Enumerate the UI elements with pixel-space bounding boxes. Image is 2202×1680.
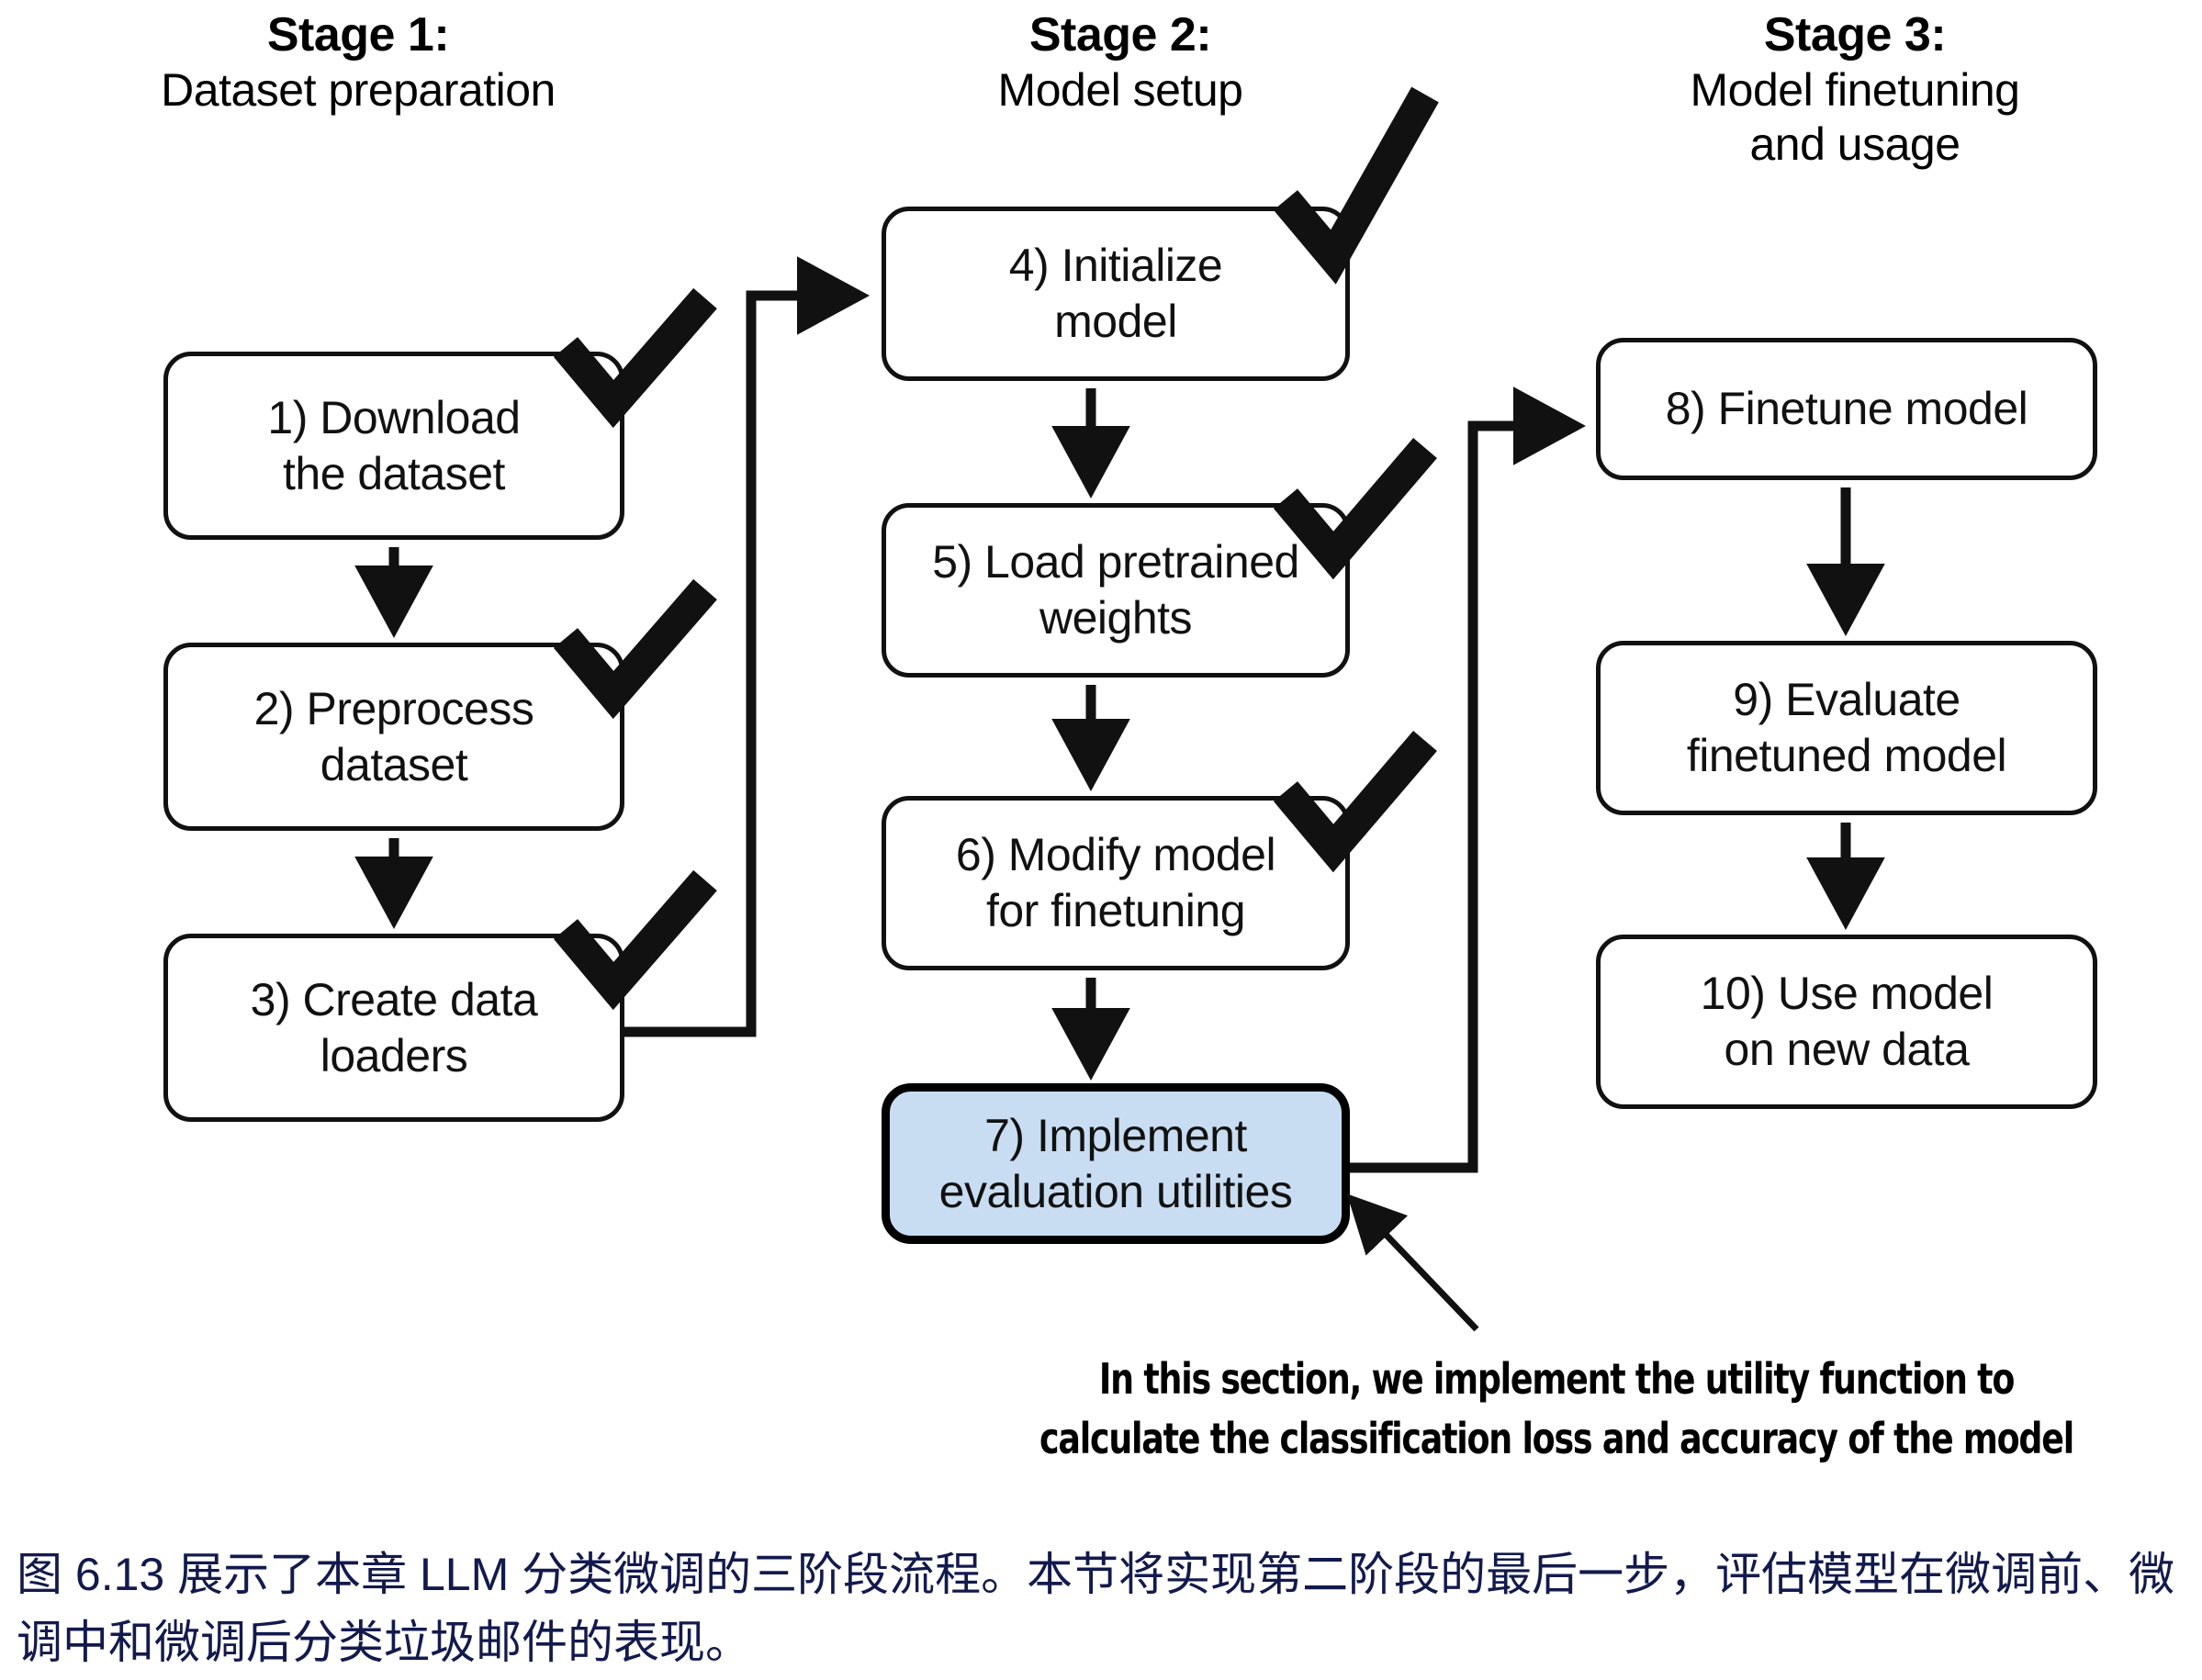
figure-caption-line-2: 调中和微调后分类垃圾邮件的表现。	[17, 1617, 751, 1668]
figure-caption-line-1: 图 6.13 展示了本章 LLM 分类微调的三阶段流程。本节将实现第二阶段的最后…	[17, 1549, 2175, 1600]
stage-3-subtitle: Model finetuning and usage	[1690, 64, 2020, 171]
flow-node-5-load-pretrained-weights[interactable]: 5) Load pretrained weights	[882, 503, 1350, 678]
section-annotation-line-2: calculate the classification loss and ac…	[1039, 1414, 2074, 1464]
connector-node3-to-node4	[624, 256, 871, 1037]
flow-node-7-implement-evaluation-utilities[interactable]: 7) Implement evaluation utilities	[882, 1083, 1350, 1244]
stage-2-subtitle: Model setup	[997, 64, 1243, 117]
flow-node-1-download-the-dataset[interactable]: 1) Download the dataset	[163, 352, 624, 540]
flow-node-9-label: 9) Evaluate finetuned model	[1686, 674, 2007, 781]
flow-node-1-label: 1) Download the dataset	[267, 391, 521, 499]
stage-header-2: Stage 2: Model setup	[817, 7, 1423, 118]
stage-header-1: Stage 1: Dataset preparation	[55, 7, 661, 118]
section-annotation: In this section, we implement the utilit…	[1019, 1350, 2094, 1470]
figure-caption: 图 6.13 展示了本章 LLM 分类微调的三阶段流程。本节将实现第二阶段的最后…	[17, 1540, 2184, 1676]
flow-node-2-preprocess-dataset[interactable]: 2) Preprocess dataset	[163, 643, 624, 831]
stage-3-title: Stage 3:	[1763, 8, 1947, 62]
flow-node-3-create-data-loaders[interactable]: 3) Create data loaders	[163, 934, 624, 1122]
flow-node-8-label: 8) Finetune model	[1665, 383, 2028, 434]
flow-node-6-label: 6) Modify model for finetuning	[955, 829, 1276, 936]
flow-node-7-label: 7) Implement evaluation utilities	[938, 1109, 1293, 1217]
flow-node-5-label: 5) Load pretrained weights	[932, 536, 1299, 644]
flow-node-4-label: 4) Initialize model	[1008, 240, 1223, 347]
flow-node-2-label: 2) Preprocess dataset	[253, 682, 534, 790]
stage-1-subtitle: Dataset preparation	[161, 64, 556, 117]
flow-node-10-label: 10) Use model on new data	[1700, 968, 1994, 1075]
flow-node-8-finetune-model[interactable]: 8) Finetune model	[1596, 338, 2097, 480]
section-annotation-line-1: In this section, we implement the utilit…	[1098, 1354, 2015, 1404]
flow-node-9-evaluate-finetuned-model[interactable]: 9) Evaluate finetuned model	[1596, 641, 2097, 815]
stage-1-title: Stage 1:	[266, 8, 450, 62]
flow-node-4-initialize-model[interactable]: 4) Initialize model	[882, 207, 1350, 381]
callout-arrow-icon	[1346, 1193, 1479, 1332]
flow-node-6-modify-model-for-finetuning[interactable]: 6) Modify model for finetuning	[882, 796, 1350, 970]
stage-2-title: Stage 2:	[1028, 8, 1212, 62]
flow-node-10-use-model-on-new-data[interactable]: 10) Use model on new data	[1596, 935, 2097, 1109]
stage-header-3: Stage 3: Model finetuning and usage	[1543, 7, 2167, 172]
connector-node7-to-node8	[1350, 386, 1587, 1173]
flow-node-3-label: 3) Create data loaders	[250, 973, 538, 1081]
